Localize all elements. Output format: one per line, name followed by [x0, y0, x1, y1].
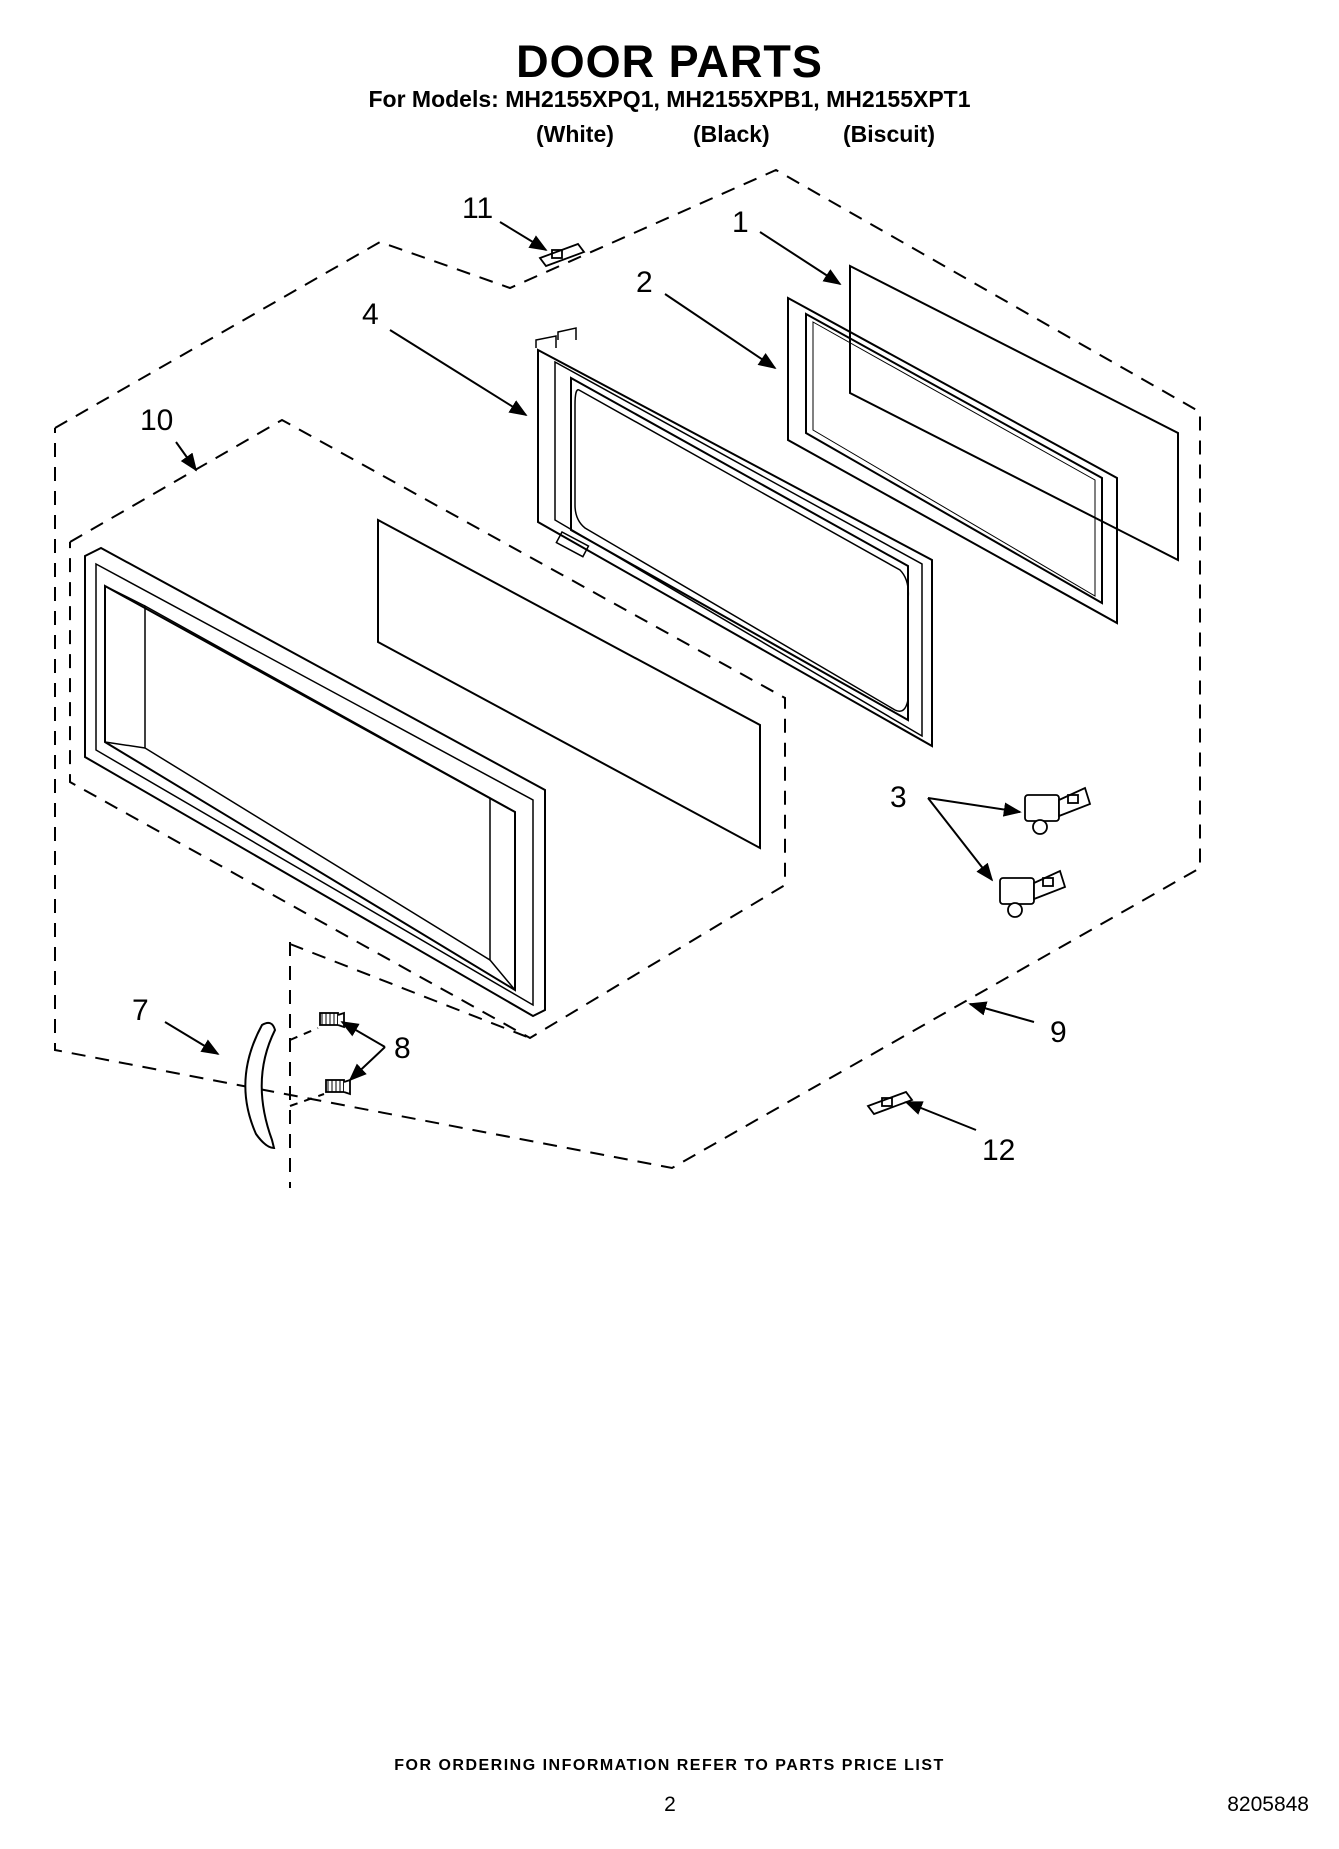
model-color-white: (White) [536, 121, 614, 147]
callout-9: 9 [1050, 1016, 1067, 1049]
callout-3: 3 [890, 781, 907, 814]
callout-8: 8 [394, 1032, 411, 1065]
part-12-bottom-hinge [866, 1090, 914, 1116]
part-8-screw-lower [325, 1078, 351, 1096]
callout-1: 1 [732, 206, 749, 239]
part-3-latch-lower [999, 869, 1067, 918]
part-10-door-front [84, 546, 546, 1018]
callout-12: 12 [982, 1134, 1015, 1167]
part-4-door-frame [535, 327, 933, 748]
callout-4: 4 [362, 298, 379, 331]
models-line: For Models: MH2155XPQ1, MH2155XPB1, MH21… [368, 86, 971, 112]
part-11-top-hinge [538, 242, 586, 268]
model-color-biscuit: (Biscuit) [843, 121, 935, 147]
callout-2: 2 [636, 266, 653, 299]
part-1-glass [849, 264, 1179, 562]
inner-glass-panel [377, 518, 761, 850]
page-title: DOOR PARTS [516, 36, 823, 87]
document-number: 8205848 [1227, 1793, 1309, 1816]
callout-7: 7 [132, 994, 149, 1027]
model-color-black: (Black) [693, 121, 770, 147]
part-2-choke-frame [787, 296, 1118, 625]
part-8-screw-upper [319, 1011, 345, 1029]
page-number: 2 [664, 1793, 676, 1816]
part-3-latch-upper [1024, 786, 1092, 835]
callout-11: 11 [462, 192, 493, 225]
part-7-handle [244, 1021, 277, 1150]
ordering-info-footer: FOR ORDERING INFORMATION REFER TO PARTS … [394, 1757, 945, 1774]
door-panel-envelope [69, 418, 786, 1040]
handle-envelope-top [289, 943, 531, 1039]
callout-10: 10 [140, 404, 173, 437]
